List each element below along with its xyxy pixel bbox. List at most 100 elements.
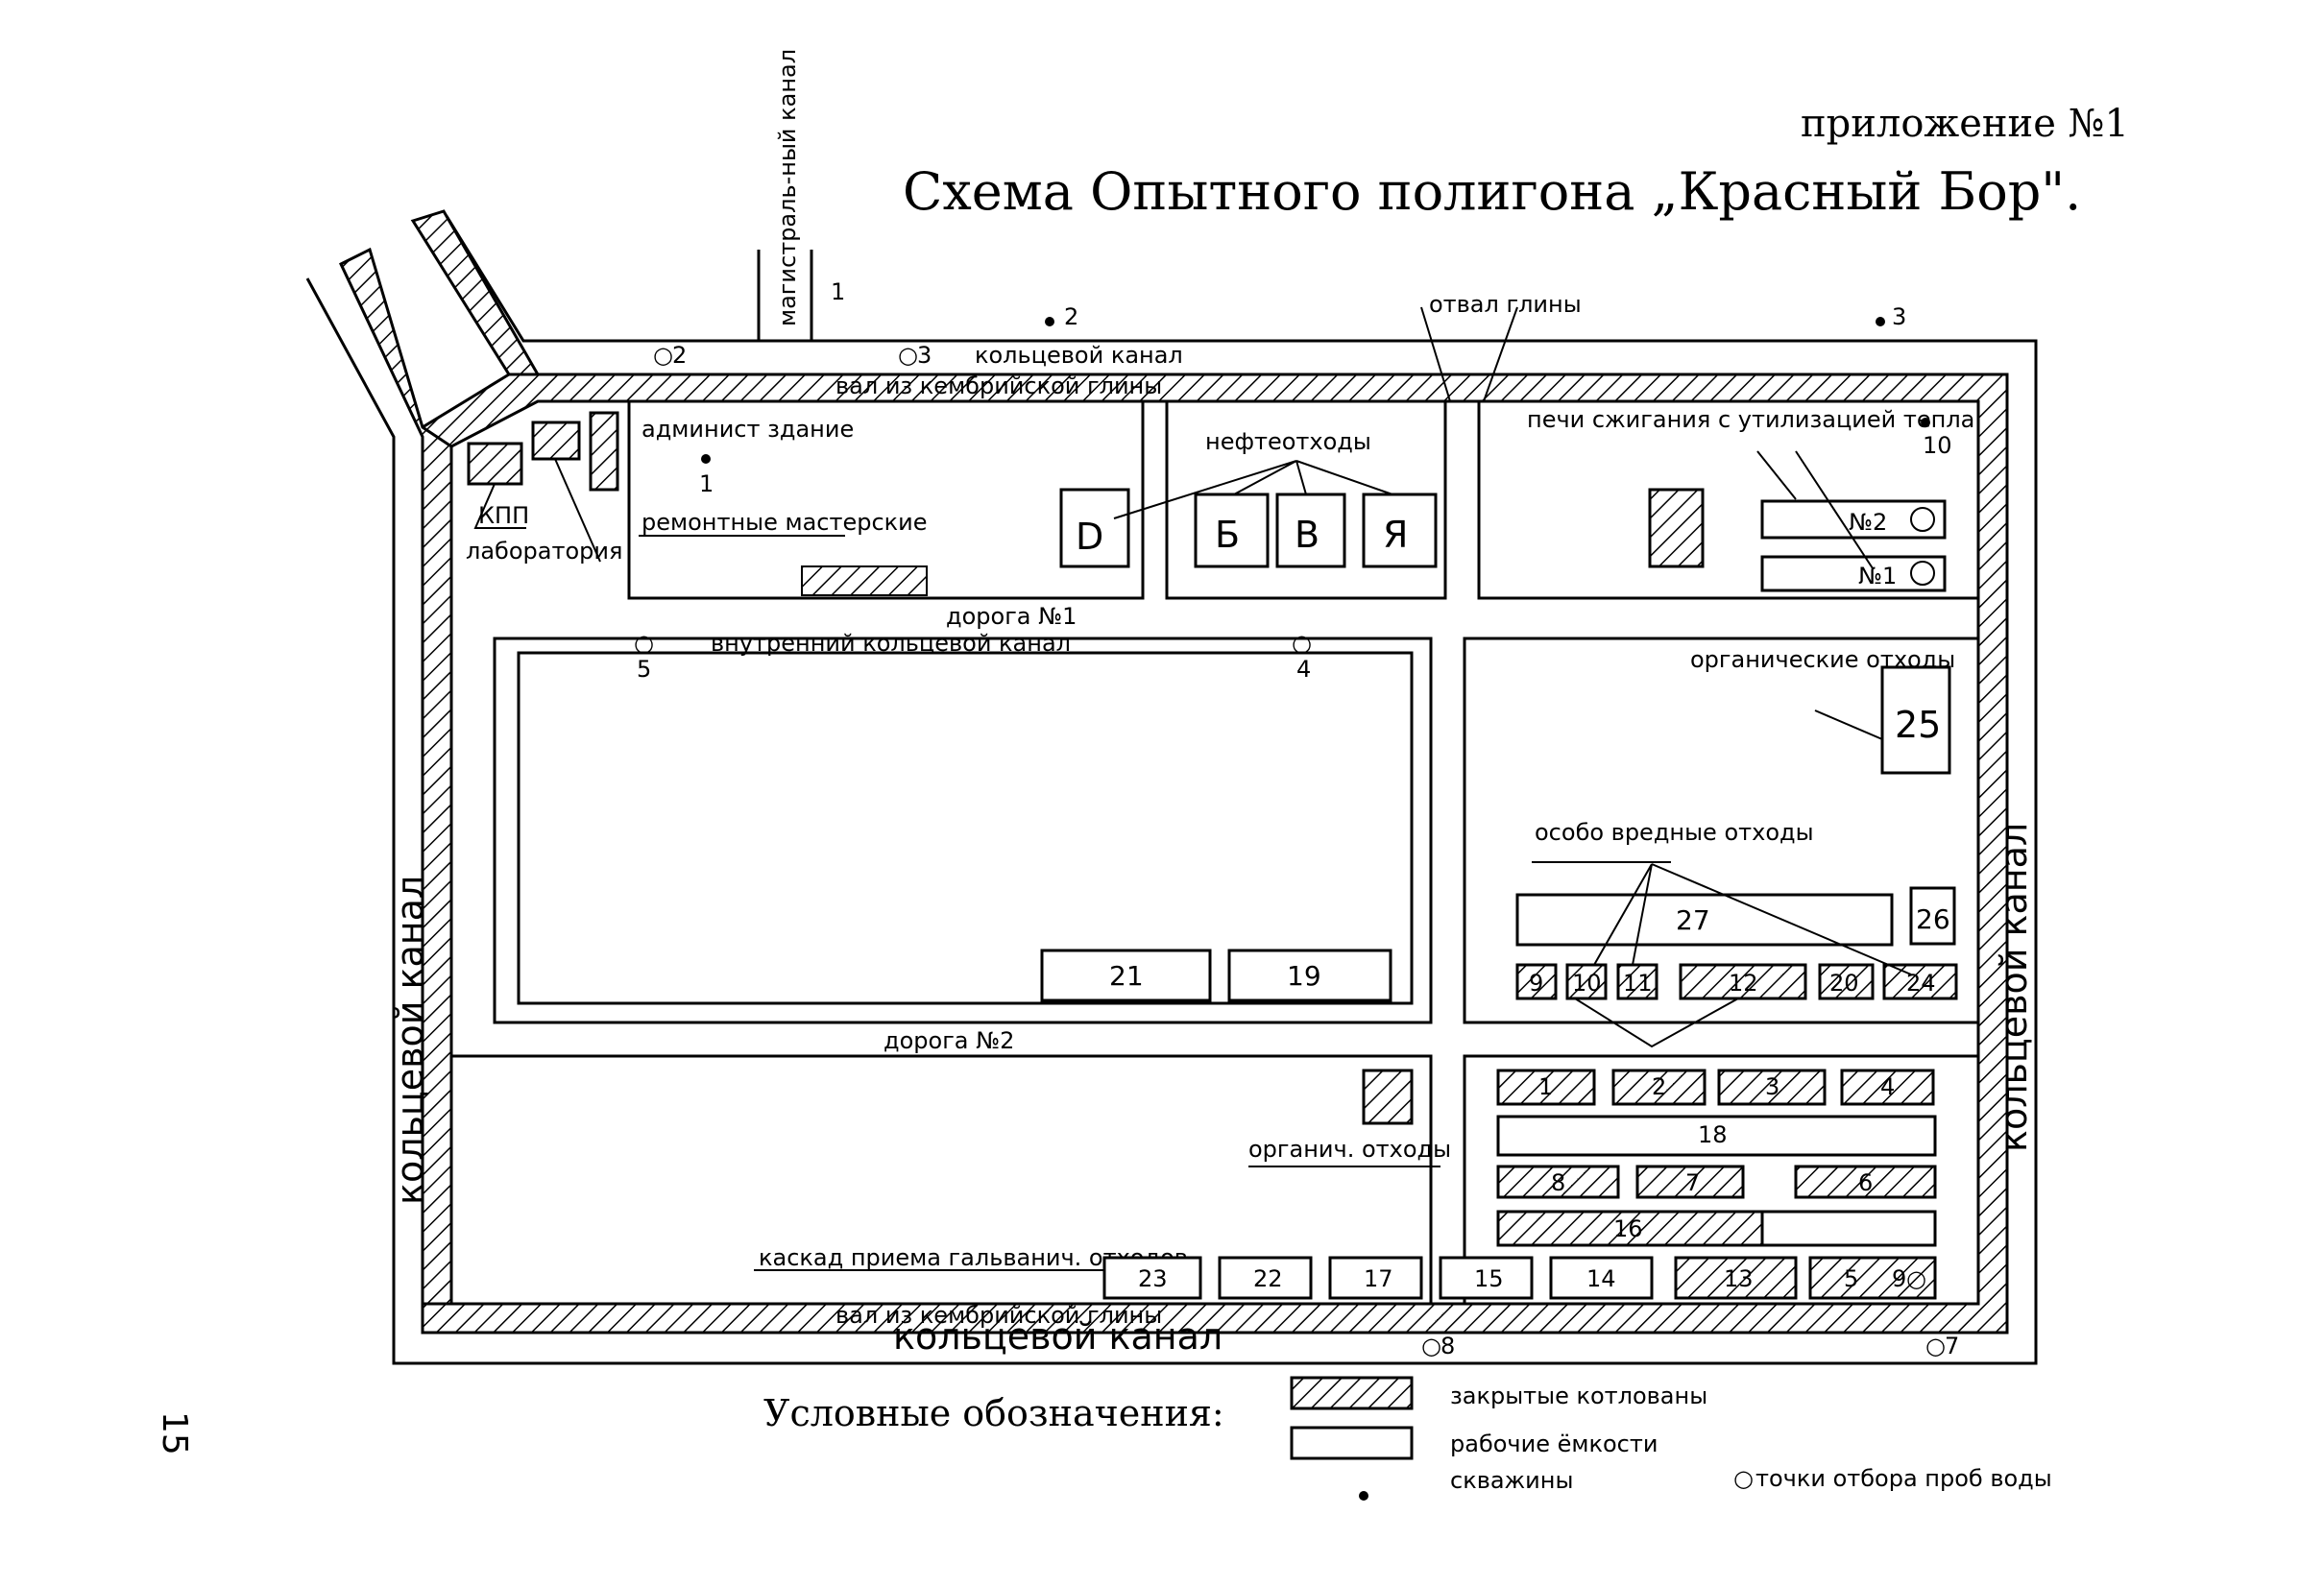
pit-13-label: 13 bbox=[1724, 1265, 1754, 1292]
road-2-label: дорога №2 bbox=[884, 1027, 1014, 1054]
pit-10-label: 10 bbox=[1572, 970, 1602, 997]
sample-point-2-num: 2 bbox=[672, 342, 687, 369]
well-2 bbox=[1045, 317, 1054, 326]
oil-box-b-label: Б bbox=[1215, 514, 1240, 556]
oil-box-ya-label: Я bbox=[1383, 514, 1408, 556]
pit-11 bbox=[1616, 963, 1658, 1000]
well-10-num: 10 bbox=[1923, 432, 1952, 459]
hazardous-block bbox=[1463, 637, 1980, 1024]
kpp-leader bbox=[473, 483, 526, 529]
organic-leader bbox=[1814, 709, 1883, 740]
oil-box-d-label: D bbox=[1076, 516, 1103, 558]
pit-4 bbox=[1840, 1069, 1935, 1106]
pits-block bbox=[1463, 1054, 1980, 1306]
oil-waste-block bbox=[1165, 399, 1447, 600]
ring-canal-left-label: кольцевой канал bbox=[389, 876, 431, 1205]
pit-3-label: 3 bbox=[1765, 1073, 1779, 1100]
pit-5 bbox=[1808, 1256, 1937, 1300]
appendix-label: приложение №1 bbox=[1801, 102, 2129, 146]
pit-8-label: 8 bbox=[1551, 1169, 1565, 1196]
tank-14-label: 14 bbox=[1586, 1265, 1616, 1292]
sample-point-4: ○ bbox=[1292, 630, 1312, 657]
admin-block bbox=[627, 399, 1145, 600]
lab-label: лаборатория bbox=[466, 538, 622, 565]
dam-top-label: вал из кембрийской глины bbox=[835, 373, 1162, 399]
pit-16 bbox=[1496, 1210, 1764, 1247]
hazardous-label: особо вредные отходы bbox=[1535, 819, 1814, 846]
sample-point-8: ○ bbox=[1421, 1333, 1441, 1359]
pit-2 bbox=[1611, 1069, 1707, 1106]
furnace-2-circle bbox=[1910, 507, 1935, 532]
pit-10 bbox=[1565, 963, 1608, 1000]
oil-leaders bbox=[1113, 460, 1393, 519]
pit-9-label: 9 bbox=[1529, 970, 1543, 997]
tank-22-label: 22 bbox=[1253, 1265, 1283, 1292]
tank-14 bbox=[1549, 1256, 1654, 1300]
main-canal-label: магистраль-ный канал bbox=[774, 49, 801, 326]
bottom-left-area bbox=[451, 1054, 1433, 1304]
tank-15-label: 15 bbox=[1474, 1265, 1504, 1292]
ring-canal-top-label: кольцевой канал bbox=[975, 342, 1183, 369]
sample-point-3: ○ bbox=[898, 342, 918, 369]
lab-building bbox=[531, 421, 581, 461]
entry-dike-left bbox=[339, 247, 453, 1306]
furnace-leaders bbox=[1756, 450, 1874, 569]
legend-title: Условные обозначения: bbox=[763, 1392, 1224, 1434]
legend-working-tanks: рабочие ёмкости bbox=[1450, 1431, 1658, 1457]
sample-point-7: ○ bbox=[1925, 1333, 1946, 1359]
well-1 bbox=[701, 454, 711, 464]
legend-wells: скважины bbox=[1450, 1467, 1573, 1494]
pit-9 bbox=[1515, 963, 1558, 1000]
page-number: 15 bbox=[155, 1411, 194, 1455]
tank-21-label: 21 bbox=[1109, 960, 1144, 992]
tank-21 bbox=[1040, 949, 1212, 1002]
tank-25 bbox=[1880, 665, 1951, 775]
pit-20-label: 20 bbox=[1829, 970, 1859, 997]
hazardous-leaders bbox=[1574, 863, 1912, 1048]
tank-22 bbox=[1218, 1256, 1313, 1300]
furnaces-block bbox=[1477, 399, 1980, 600]
admin-label: админист здание bbox=[642, 416, 854, 443]
tank-26 bbox=[1909, 886, 1956, 946]
lab-annex bbox=[589, 411, 619, 492]
tank-23-label: 23 bbox=[1138, 1265, 1168, 1292]
sample-point-9: ○ bbox=[1906, 1265, 1926, 1292]
sample-point-2: ○ bbox=[653, 342, 673, 369]
pit-12-label: 12 bbox=[1729, 970, 1758, 997]
oil-box-d bbox=[1059, 488, 1130, 568]
pit-8 bbox=[1496, 1165, 1620, 1199]
clay-dump-label: отвал глины bbox=[1429, 291, 1582, 318]
workshops-label: ремонтные мастерские bbox=[642, 509, 928, 536]
ring-canal-bottom-label: кольцевой канал bbox=[893, 1315, 1223, 1358]
road-1-label: дорога №1 bbox=[946, 603, 1077, 630]
tank-27 bbox=[1515, 893, 1894, 947]
well-1-num: 1 bbox=[699, 470, 714, 497]
pit-24 bbox=[1882, 963, 1958, 1000]
tank-17 bbox=[1328, 1256, 1423, 1300]
sample-point-9-num: 9 bbox=[1892, 1265, 1906, 1292]
furnace-1 bbox=[1760, 555, 1947, 592]
oil-box-ya bbox=[1362, 493, 1438, 568]
tank-18 bbox=[1496, 1115, 1937, 1157]
well-10 bbox=[1921, 418, 1930, 427]
pit-4-label: 4 bbox=[1880, 1073, 1895, 1100]
lab-leader bbox=[554, 458, 601, 563]
legend-sampling: точки отбора проб воды bbox=[1755, 1465, 2052, 1492]
pit-11-label: 11 bbox=[1623, 970, 1653, 997]
tank-19 bbox=[1227, 949, 1392, 1002]
pit-12 bbox=[1679, 963, 1807, 1000]
oil-box-b bbox=[1194, 493, 1270, 568]
inner-canal-label: внутренний кольцевой канал bbox=[711, 630, 1071, 657]
tank-19-label: 19 bbox=[1287, 960, 1321, 992]
central-block bbox=[493, 637, 1433, 1024]
legend-closed-pits: закрытые котлованы bbox=[1450, 1383, 1707, 1409]
pit-2-label: 2 bbox=[1652, 1073, 1666, 1100]
legend-working-tanks-swatch bbox=[1290, 1426, 1414, 1460]
outer-canal-line bbox=[305, 215, 2038, 1365]
pit-6 bbox=[1794, 1165, 1937, 1199]
entry-dike-right bbox=[410, 209, 541, 376]
tank-26-label: 26 bbox=[1916, 903, 1950, 935]
tank-25-label: 25 bbox=[1895, 704, 1941, 746]
main-canal-point: 1 bbox=[831, 278, 845, 305]
